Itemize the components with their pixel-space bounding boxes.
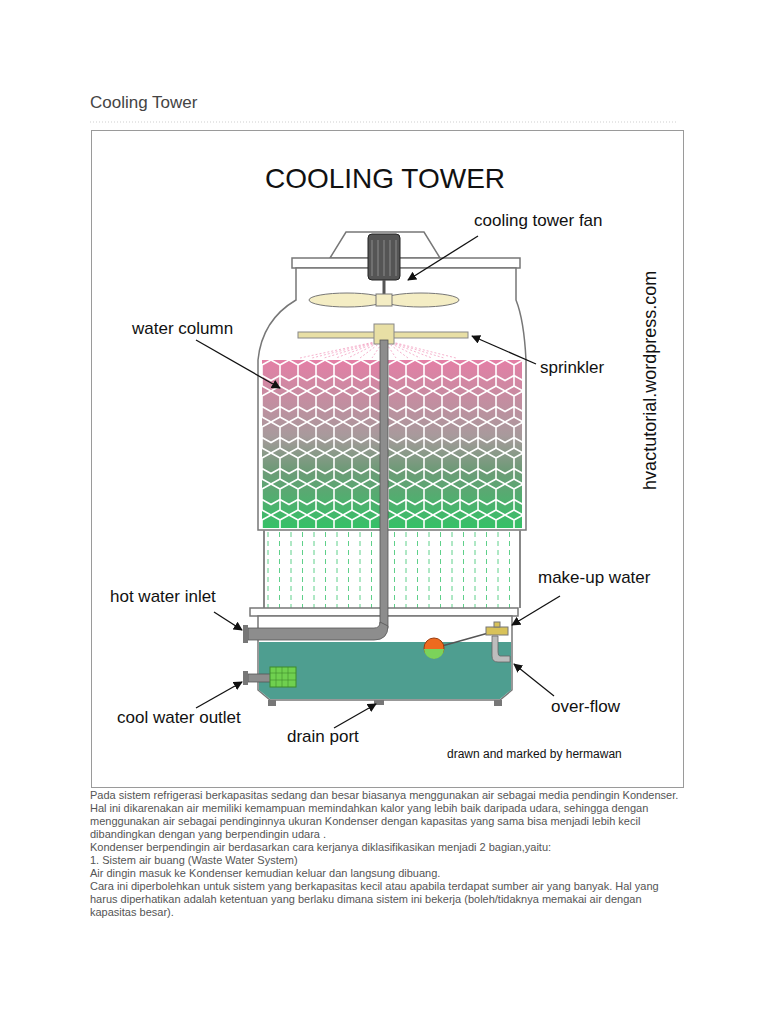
fill-honeycomb: [262, 360, 522, 528]
part-label: drain port: [287, 727, 359, 747]
part-label: make-up water: [538, 568, 650, 588]
part-label: cool water outlet: [117, 708, 241, 728]
part-label: sprinkler: [540, 358, 604, 378]
part-label: cooling tower fan: [474, 211, 603, 231]
fan-hub: [376, 294, 392, 306]
float-ball: [424, 638, 444, 658]
basin-water: [259, 642, 511, 699]
overflow-pipe: [492, 636, 510, 662]
basin-foot: [494, 700, 502, 706]
body-paragraph: Kondenser berpendingin air berdasarkan c…: [90, 841, 680, 854]
make-up-valve: [486, 627, 508, 635]
spray-stroke: [300, 340, 384, 358]
outlet-flange: [243, 671, 248, 685]
float-arm: [442, 632, 492, 646]
part-label: hot water inlet: [110, 587, 216, 607]
spray-stroke: [312, 340, 384, 358]
fan-blade: [383, 293, 459, 307]
body-paragraph: Pada sistem refrigerasi berkapasitas sed…: [90, 789, 680, 841]
body-paragraph: Air dingin masuk ke Kondenser kemudian k…: [90, 867, 680, 880]
float-ball-lower: [424, 649, 444, 659]
body-paragraph: Cara ini diperbolehkan untuk sistem yang…: [90, 880, 680, 919]
figure-frame: [92, 131, 684, 788]
spray-stroke: [384, 340, 456, 358]
leg: [263, 530, 265, 608]
figure-title: COOLING TOWER: [265, 163, 505, 195]
strainer-mesh: [270, 667, 296, 687]
heading-rule: [90, 122, 678, 123]
credit-note: drawn and marked by hermawan: [447, 748, 622, 762]
strainer: [270, 667, 296, 687]
fan-blade: [309, 293, 385, 307]
watermark: hvactutorial.wordpress.com: [641, 270, 662, 489]
leg: [519, 530, 521, 608]
roof: [292, 258, 520, 268]
fan-motor: [368, 234, 400, 280]
tower-casing: [258, 268, 526, 530]
part-label: over-flow: [551, 697, 620, 717]
hot-water-pipe: [248, 622, 388, 640]
inlet-flange: [243, 625, 248, 643]
page-heading: Cooling Tower: [90, 93, 197, 113]
basin-foot: [268, 700, 276, 706]
riser-pipe: [380, 340, 388, 628]
fill-media: [262, 360, 522, 528]
motor-fins: [372, 240, 396, 276]
part-label: water column: [132, 319, 233, 339]
outlet-pipe: [248, 674, 272, 682]
body-paragraph: 1. Sistem air buang (Waste Water System): [90, 854, 680, 867]
leader-lines: [196, 236, 560, 728]
valve-stem: [494, 622, 500, 627]
